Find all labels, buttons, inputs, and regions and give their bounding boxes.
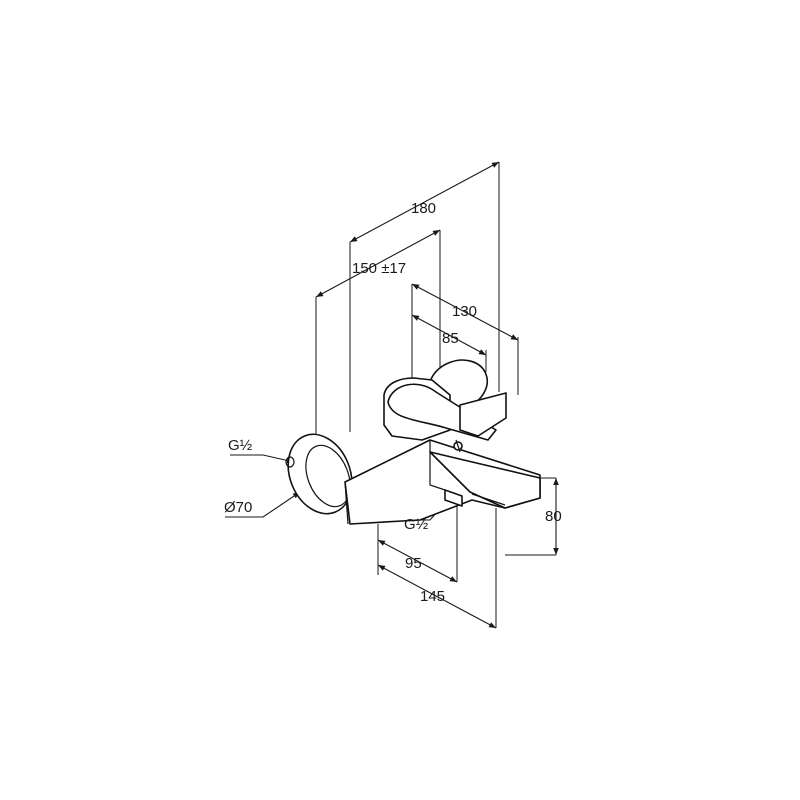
label-150: 150 ±17	[352, 260, 406, 277]
dim-line-150	[315, 229, 441, 298]
spout	[429, 451, 541, 509]
label-thread-wall: G½	[228, 437, 253, 454]
dim-line-85	[411, 314, 487, 356]
dimension-labels: 180 150 ±17 130 85 80 95 145 G½ Ø70 G½	[224, 200, 562, 605]
faucet-body	[285, 359, 541, 525]
outlet	[444, 489, 463, 507]
leader-diameter	[225, 491, 301, 518]
label-85: 85	[442, 330, 459, 347]
cartridge-box	[459, 392, 507, 437]
label-130: 130	[452, 303, 477, 320]
left-rosette	[287, 433, 353, 515]
label-thread-outlet: G½	[404, 516, 429, 533]
label-95: 95	[405, 555, 422, 572]
label-80: 80	[545, 508, 562, 525]
dim-line-130	[411, 283, 519, 341]
dim-line-180	[349, 161, 500, 243]
leader-thread-wall	[230, 454, 295, 464]
label-diameter: Ø70	[224, 499, 252, 516]
dim-line-145	[377, 564, 497, 629]
label-145: 145	[420, 588, 445, 605]
label-180: 180	[411, 200, 436, 217]
